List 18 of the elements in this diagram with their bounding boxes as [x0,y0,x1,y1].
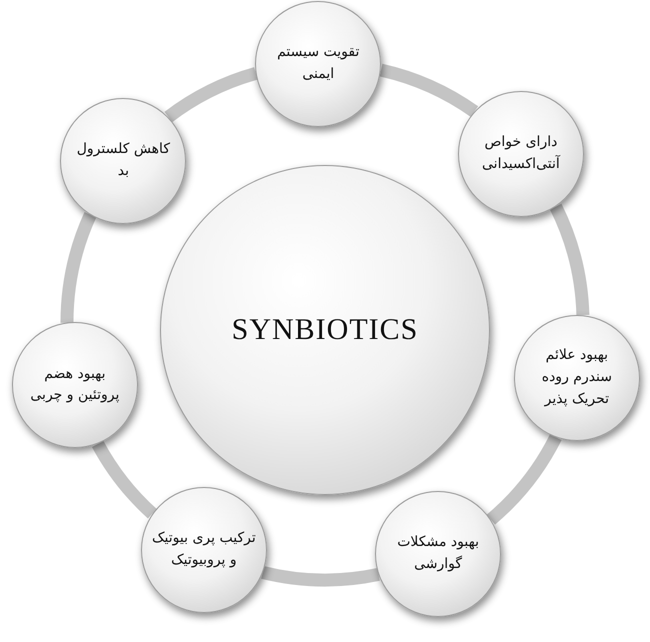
ring-segment [379,64,478,118]
title-text: SYNBIOTICS [232,313,418,347]
benefit-circle [458,91,584,218]
ring-segment [261,566,380,586]
node-text: کاهش کلسترول بد [76,140,171,182]
node-text: تقویت سیستم ایمنی [276,43,360,84]
benefit-circle [375,490,502,617]
ring-segment [60,212,96,324]
ring-segment [164,67,258,122]
ring-segment [550,204,590,316]
node-text: بهبود مشکلات گوارشی [396,533,480,574]
ring-segment [486,434,562,524]
node-text: بهبود هضم پروتئین و چربی [29,364,120,406]
node-text: بهبود علائم سندرم روده تحریک پذیر [540,346,614,409]
node-text: دارای خواص آنتی‌اکسیدانی [481,133,562,174]
ring-segment [92,440,157,518]
node-text: ترکیب پری بیوتیک و پروبیوتیک [152,529,256,570]
benefit-circle [140,486,267,613]
